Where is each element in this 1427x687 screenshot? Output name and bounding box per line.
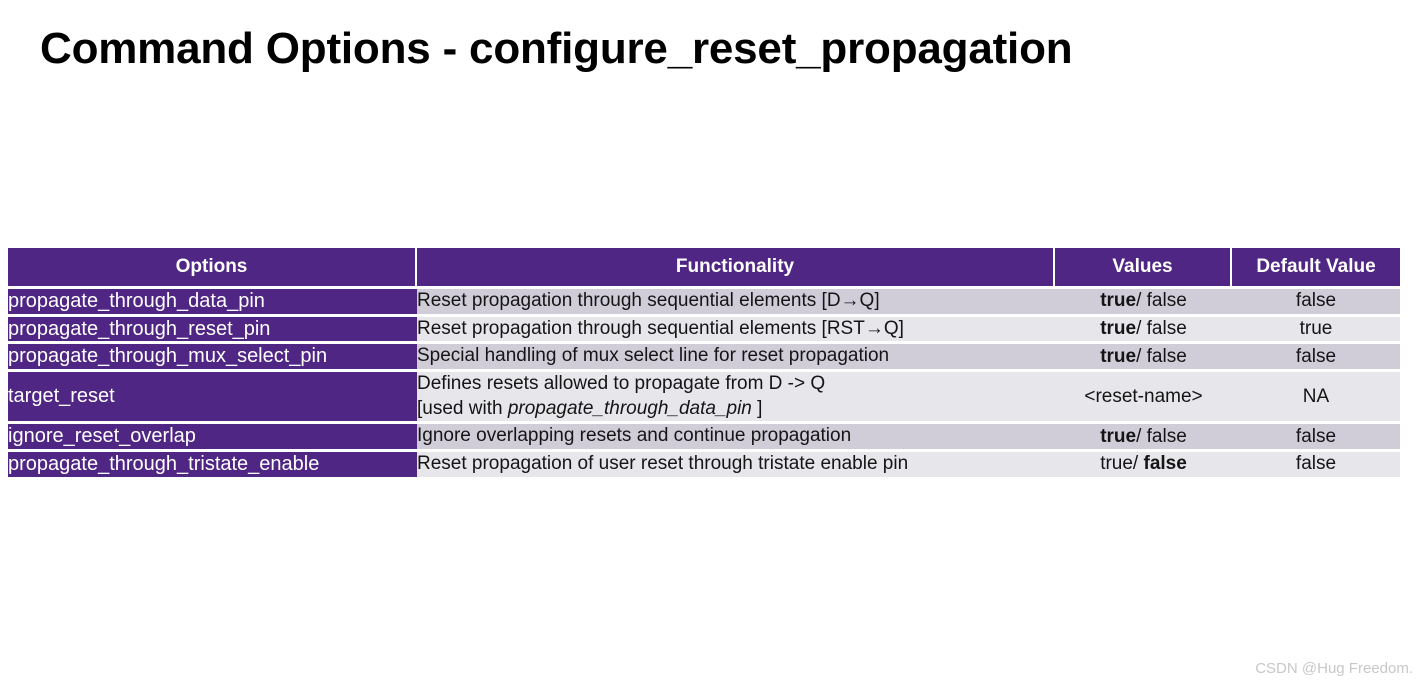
- option-description: Reset propagation through sequential ele…: [417, 316, 1055, 342]
- value-default-highlight: true: [1100, 318, 1137, 340]
- description-line: Special handling of mux select line for …: [417, 345, 890, 367]
- option-default: false: [1232, 289, 1400, 314]
- option-values: true/ false: [1055, 452, 1232, 477]
- value-default-highlight: true: [1100, 345, 1137, 367]
- description-line: Reset propagation through sequential ele…: [417, 317, 904, 339]
- option-default: false: [1232, 452, 1400, 477]
- option-description: Reset propagation of user reset through …: [417, 452, 1055, 477]
- table-row: propagate_through_reset_pin Reset propag…: [8, 316, 1400, 342]
- value-alternatives: / false: [1136, 345, 1187, 367]
- column-header-options: Options: [8, 248, 417, 286]
- column-header-default-value: Default Value: [1232, 248, 1400, 286]
- table-row: ignore_reset_overlap Ignore overlapping …: [8, 424, 1400, 450]
- option-values: true/ false: [1055, 424, 1232, 450]
- option-values: true/ false: [1055, 316, 1232, 342]
- option-default: false: [1232, 344, 1400, 370]
- table-row: propagate_through_tristate_enable Reset …: [8, 452, 1400, 477]
- value-default-highlight: false: [1143, 453, 1187, 475]
- command-options-table: Options Functionality Values Default Val…: [8, 245, 1400, 480]
- option-description: Ignore overlapping resets and continue p…: [417, 424, 1055, 450]
- value-alternatives: / false: [1136, 318, 1187, 340]
- description-line: Reset propagation of user reset through …: [417, 453, 909, 475]
- option-description: Special handling of mux select line for …: [417, 344, 1055, 370]
- column-header-functionality: Functionality: [417, 248, 1055, 286]
- value-default-highlight: true: [1100, 425, 1137, 447]
- description-line: Reset propagation through sequential ele…: [417, 290, 880, 311]
- table-header-row: Options Functionality Values Default Val…: [8, 248, 1400, 286]
- option-values: <reset-name>: [1055, 372, 1232, 422]
- description-line: Ignore overlapping resets and continue p…: [417, 425, 852, 447]
- description-option-reference: propagate_through_data_pin: [507, 397, 752, 419]
- value-default-highlight: true: [1100, 290, 1137, 312]
- option-name: target_reset: [8, 372, 417, 422]
- value-alternatives: true/: [1100, 453, 1144, 475]
- column-header-values: Values: [1055, 248, 1232, 286]
- description-line-secondary: [used with propagate_through_data_pin ]: [417, 397, 1055, 422]
- option-values: true/ false: [1055, 344, 1232, 370]
- watermark: CSDN @Hug Freedom.: [1255, 660, 1413, 677]
- table-row: target_reset Defines resets allowed to p…: [8, 372, 1400, 422]
- option-name: ignore_reset_overlap: [8, 424, 417, 450]
- option-name: propagate_through_tristate_enable: [8, 452, 417, 477]
- description-suffix: ]: [751, 397, 763, 419]
- option-description: Defines resets allowed to propagate from…: [417, 372, 1055, 422]
- description-prefix: [used with: [417, 397, 508, 419]
- table-row: propagate_through_mux_select_pin Special…: [8, 344, 1400, 370]
- option-values: true/ false: [1055, 289, 1232, 314]
- option-name: propagate_through_data_pin: [8, 289, 417, 314]
- option-default: NA: [1232, 372, 1400, 422]
- page-title: Command Options - configure_reset_propag…: [40, 24, 1073, 73]
- option-default: true: [1232, 316, 1400, 342]
- option-name: propagate_through_mux_select_pin: [8, 344, 417, 370]
- table-row: propagate_through_data_pin Reset propaga…: [8, 289, 1400, 314]
- option-description: Reset propagation through sequential ele…: [417, 289, 1055, 314]
- option-default: false: [1232, 424, 1400, 450]
- description-line: Defines resets allowed to propagate from…: [417, 373, 826, 395]
- value-alternatives: / false: [1136, 425, 1187, 447]
- value-alternatives: / false: [1136, 290, 1187, 312]
- option-name: propagate_through_reset_pin: [8, 316, 417, 342]
